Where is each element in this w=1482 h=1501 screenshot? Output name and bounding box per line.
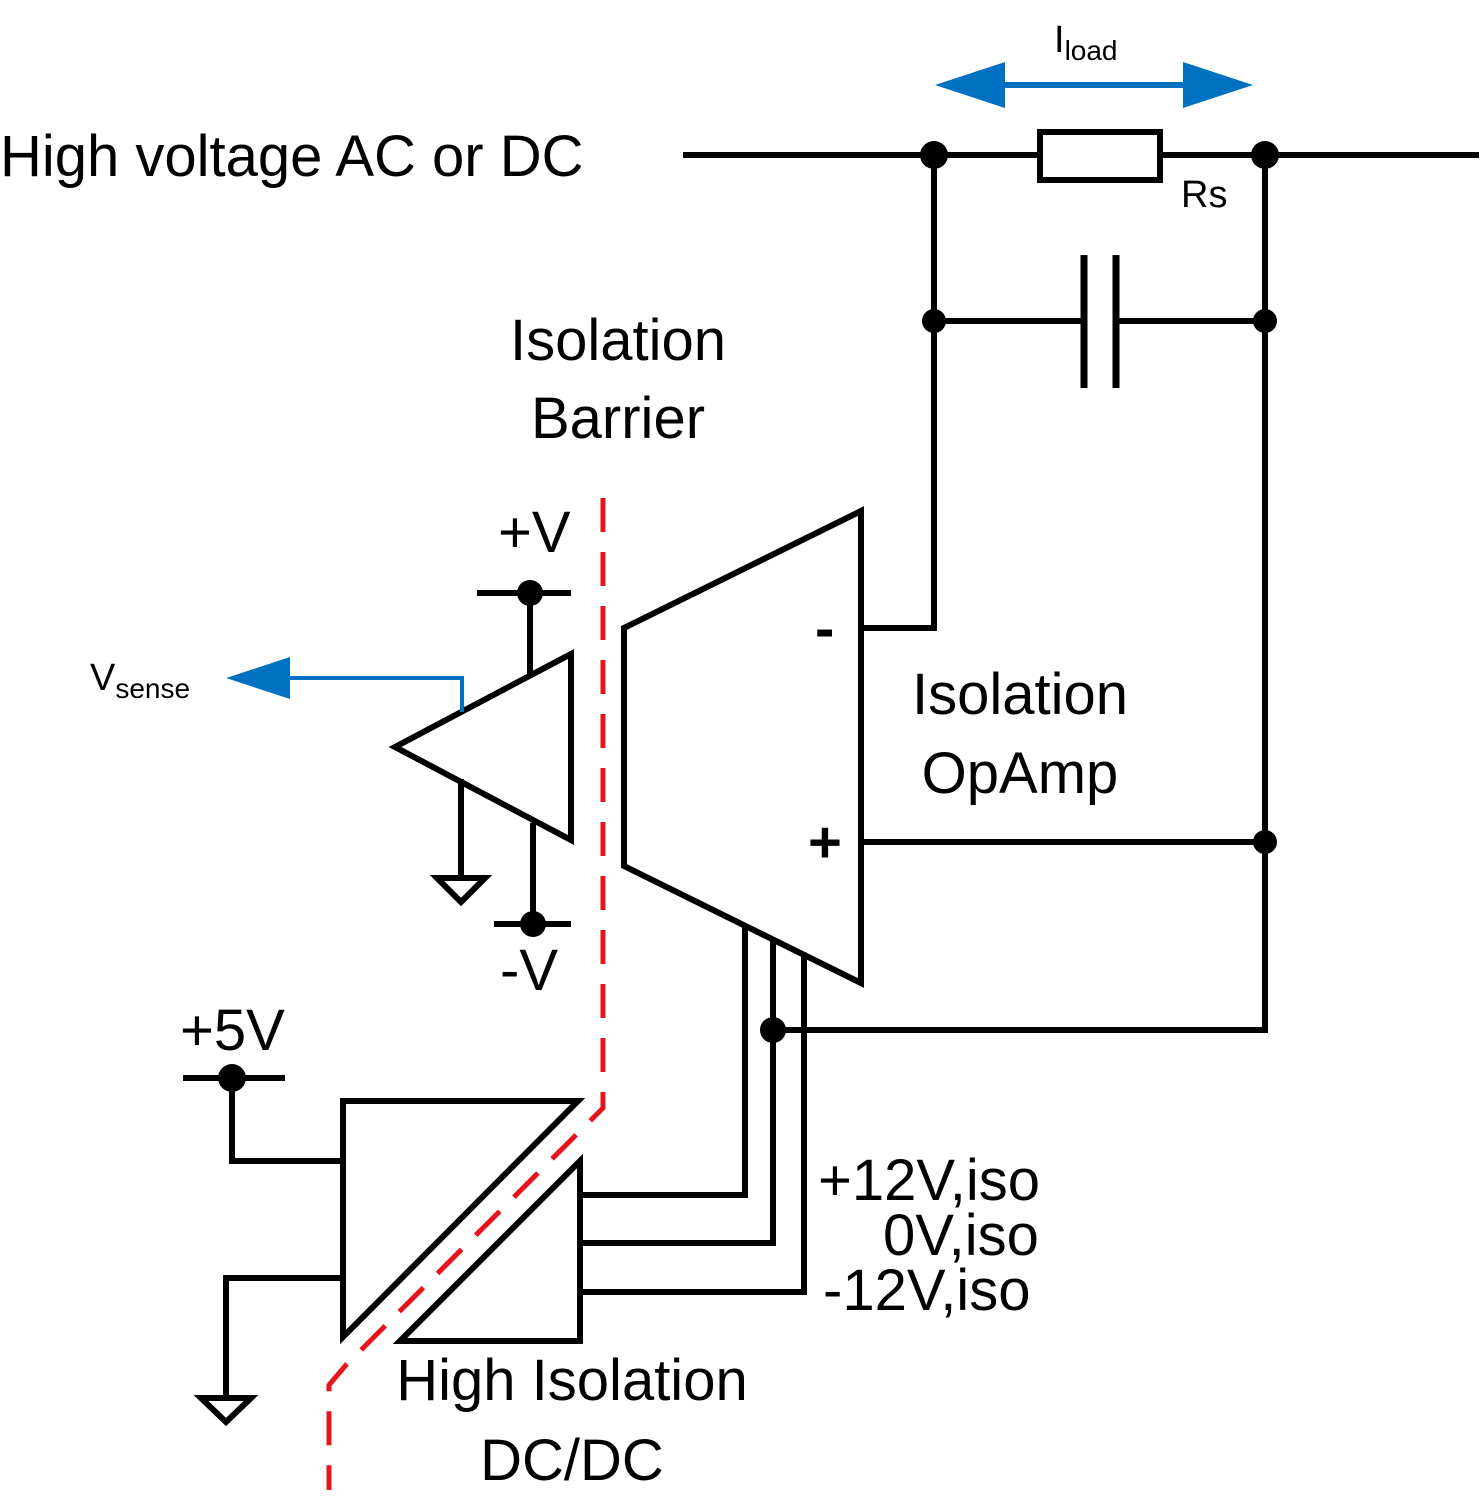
isolation-opamp-label-1: Isolation: [912, 662, 1128, 727]
iload-label: Iload: [1054, 19, 1118, 66]
opamp-plus-label: +: [808, 810, 842, 875]
output-buffer-amp: [388, 649, 574, 845]
junction-dot: [922, 309, 946, 333]
isolation-barrier-line: [326, 498, 606, 1490]
dcdc-primary-side: [340, 1098, 586, 1345]
rail-0v: [577, 939, 776, 1246]
minus-12v-iso-label: -12V,iso: [823, 1258, 1030, 1323]
junction-dot: [920, 141, 948, 169]
junction-dot: [1253, 309, 1277, 333]
buffer-ground-icon: [429, 779, 493, 907]
filter-capacitor: [931, 255, 1268, 388]
vsense-arrow: [226, 657, 464, 712]
isolation-opamp-label-2: OpAmp: [922, 741, 1119, 806]
zero-v-iso-label: 0V,iso: [883, 1203, 1039, 1268]
isolation-opamp: [621, 506, 864, 988]
rs-label: Rs: [1181, 174, 1227, 216]
minus-v-label: -V: [500, 938, 558, 1003]
opamp-minus-label: -: [815, 596, 834, 661]
isolation-barrier-label-1: Isolation: [510, 308, 726, 373]
vsense-label: Vsense: [90, 657, 190, 704]
minus-v-terminal: [520, 911, 546, 937]
rail-minus-12v: [577, 953, 807, 1295]
dcdc-secondary-side: [392, 1153, 583, 1344]
hv-line-label: High voltage AC or DC: [0, 124, 583, 189]
junction-dot: [1251, 141, 1279, 169]
rail-plus-12v: [577, 925, 748, 1198]
dcdc-ground-icon: [193, 1275, 346, 1427]
plus-12v-iso-label: +12V,iso: [818, 1148, 1040, 1213]
dcdc-label-2: DC/DC: [480, 1428, 664, 1493]
plus-v-terminal: [517, 580, 543, 606]
iload-arrow: [935, 62, 1253, 108]
plus-5v-wire: [229, 1075, 346, 1164]
shunt-resistor: [1037, 129, 1163, 183]
plus-v-label: +V: [498, 500, 571, 565]
dcdc-label-1: High Isolation: [396, 1348, 747, 1413]
plus-5v-label: +5V: [180, 998, 285, 1063]
isolation-barrier-label-2: Barrier: [531, 386, 705, 451]
